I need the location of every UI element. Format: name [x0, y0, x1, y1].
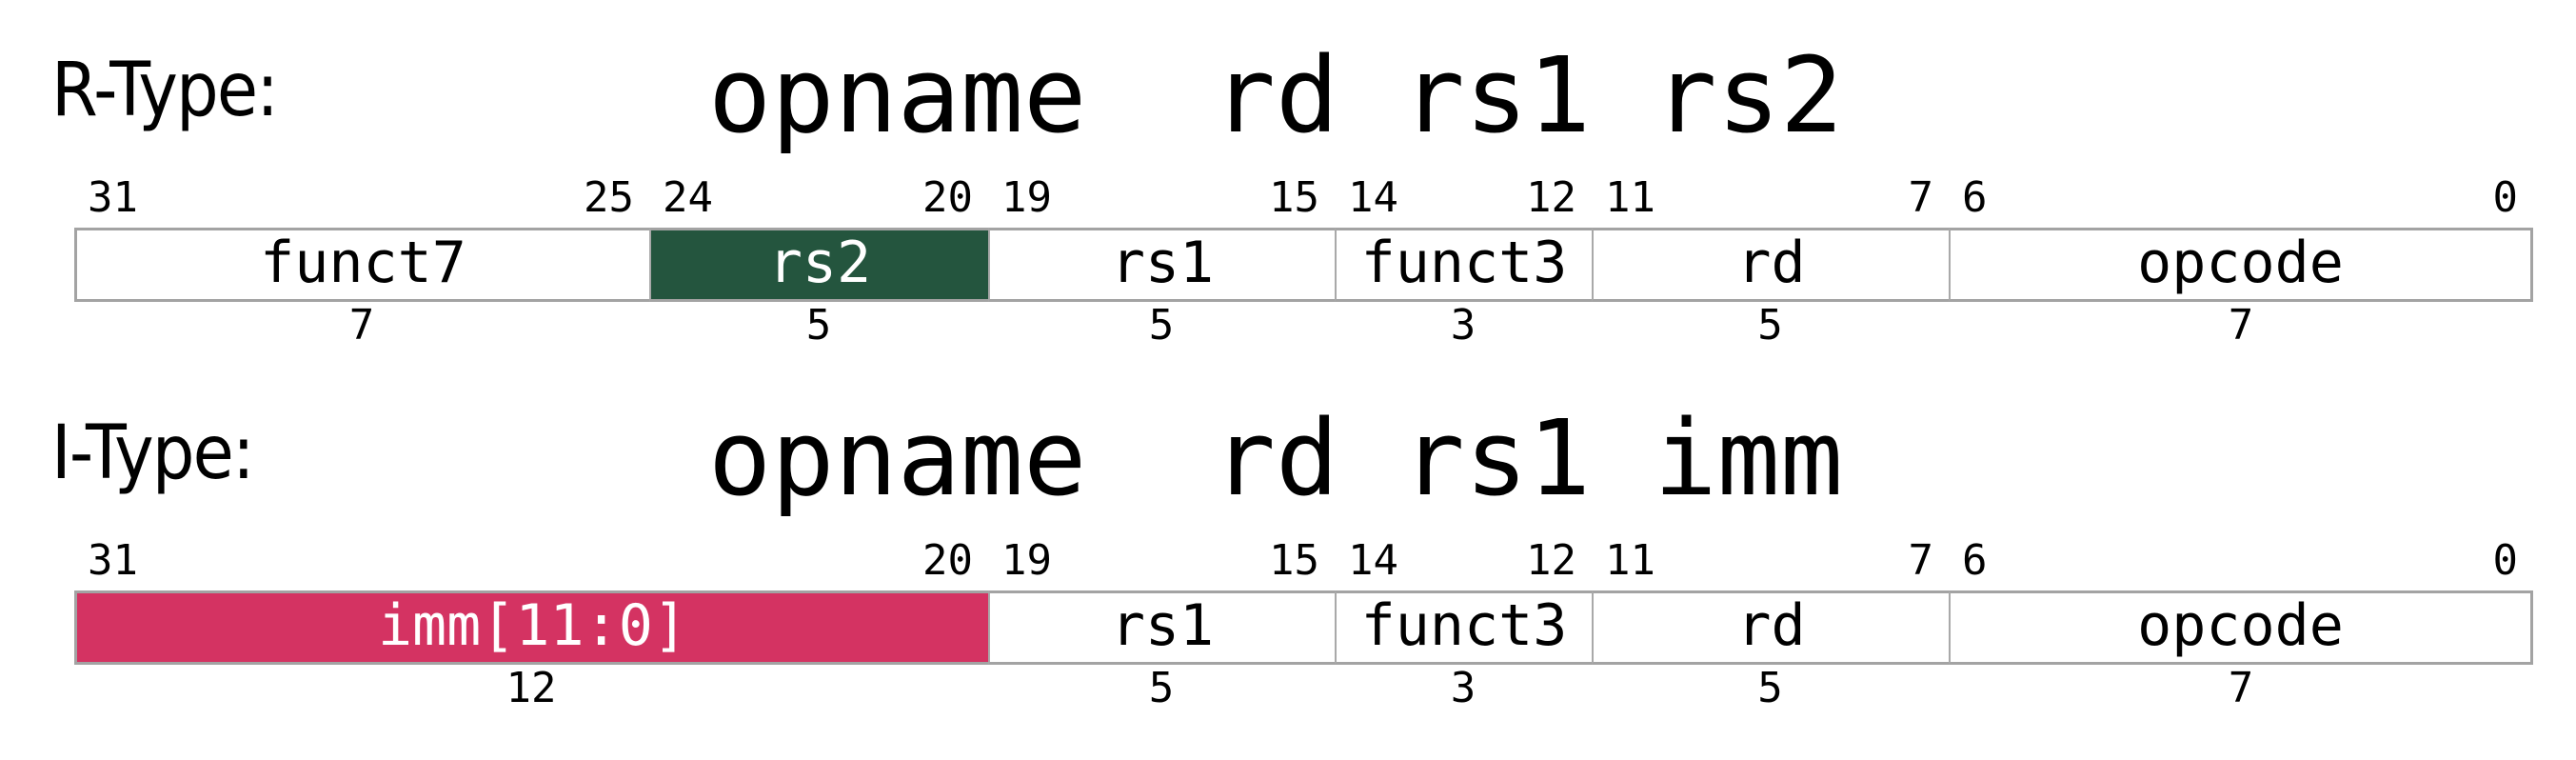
r-type-syntax: opname rd rs1 rs2 — [708, 34, 1844, 156]
field-width-label: 5 — [1148, 301, 1175, 350]
field-rd: rd — [1592, 590, 1949, 665]
field-funct7: funct7 — [74, 228, 649, 302]
field-name: imm[11:0] — [377, 592, 688, 659]
field-width-label: 7 — [348, 301, 375, 350]
lsb-bit-label: 12 — [1526, 536, 1576, 585]
lsb-bit-label: 15 — [1269, 536, 1319, 585]
field-width-label: 12 — [505, 664, 557, 712]
field-name: funct7 — [260, 230, 466, 296]
msb-bit-label: 31 — [88, 536, 138, 585]
msb-bit-label: 11 — [1605, 536, 1655, 585]
field-funct3: funct3 — [1335, 590, 1592, 665]
field-opcode: opcode — [1949, 590, 2533, 665]
field-imm-11-0: imm[11:0] — [74, 590, 988, 665]
field-width-label: 3 — [1450, 664, 1476, 712]
msb-bit-label: 11 — [1605, 173, 1655, 222]
i-type-bit-fields: imm[11:0] 31 20 12 rs1 19 15 5 funct3 14 12 3 rd 11 7 5… — [0, 363, 2576, 726]
field-opcode: opcode — [1949, 228, 2533, 302]
lsb-bit-label: 0 — [2492, 536, 2519, 585]
field-rd: rd — [1592, 228, 1949, 302]
field-width-label: 7 — [2228, 664, 2254, 712]
field-name: rs1 — [1110, 230, 1215, 296]
r-type-title: R-Type: — [51, 48, 279, 133]
msb-bit-label: 19 — [1001, 536, 1052, 585]
field-rs1: rs1 — [988, 590, 1335, 665]
field-width-label: 3 — [1450, 301, 1476, 350]
msb-bit-label: 6 — [1962, 173, 1988, 222]
field-width-label: 5 — [1757, 301, 1783, 350]
field-name: rd — [1736, 230, 1806, 296]
field-name: opcode — [2137, 592, 2344, 659]
msb-bit-label: 14 — [1348, 173, 1398, 222]
field-width-label: 7 — [2228, 301, 2254, 350]
field-name: rs2 — [767, 230, 872, 296]
msb-bit-label: 14 — [1348, 536, 1398, 585]
field-name: rs1 — [1110, 592, 1215, 659]
lsb-bit-label: 0 — [2492, 173, 2519, 222]
lsb-bit-label: 7 — [1908, 173, 1934, 222]
lsb-bit-label: 12 — [1526, 173, 1576, 222]
msb-bit-label: 31 — [88, 173, 138, 222]
lsb-bit-label: 20 — [922, 173, 973, 222]
lsb-bit-label: 7 — [1908, 536, 1934, 585]
field-rs2: rs2 — [649, 228, 988, 302]
field-width-label: 5 — [1148, 664, 1175, 712]
field-width-label: 5 — [1757, 664, 1783, 712]
lsb-bit-label: 20 — [922, 536, 973, 585]
field-funct3: funct3 — [1335, 228, 1592, 302]
i-type-title: I-Type: — [51, 410, 255, 496]
field-name: funct3 — [1360, 592, 1568, 659]
lsb-bit-label: 15 — [1269, 173, 1319, 222]
msb-bit-label: 6 — [1962, 536, 1988, 585]
r-type-bit-fields: funct7 31 25 7 rs2 24 20 5 rs1 19 15 5 funct3 14 12 3 rd… — [0, 0, 2576, 363]
field-width-label: 5 — [805, 301, 832, 350]
field-name: funct3 — [1360, 230, 1568, 296]
field-rs1: rs1 — [988, 228, 1335, 302]
msb-bit-label: 19 — [1001, 173, 1052, 222]
i-type-syntax: opname rd rs1 imm — [708, 397, 1844, 519]
lsb-bit-label: 25 — [584, 173, 634, 222]
field-name: rd — [1736, 592, 1806, 659]
msb-bit-label: 24 — [663, 173, 713, 222]
field-name: opcode — [2137, 230, 2344, 296]
